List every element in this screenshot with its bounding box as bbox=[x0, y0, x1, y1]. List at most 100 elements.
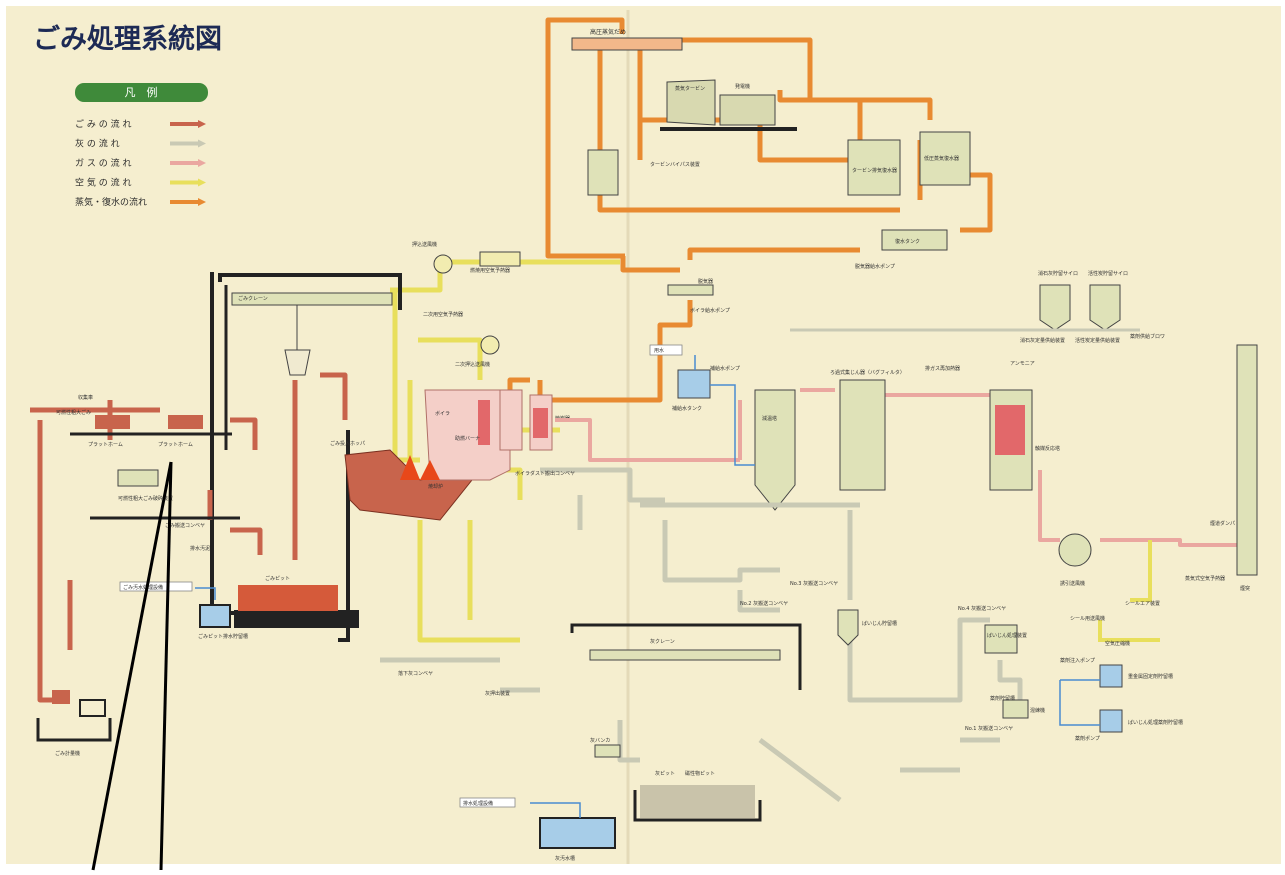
steam-heater-label: 蒸気式空気予熱器 bbox=[1185, 575, 1225, 582]
crane-bucket bbox=[284, 349, 311, 376]
legend-item-arrow bbox=[198, 198, 206, 206]
turbine-base bbox=[660, 127, 797, 131]
legend-header-bg bbox=[75, 83, 208, 102]
forced-draft-fan bbox=[433, 254, 453, 274]
platform-label-2: プラットホーム bbox=[158, 442, 193, 448]
bag-filter-label: ろ過式集じん器（バグフィルタ） bbox=[830, 369, 905, 376]
forced-draft-fan-label: 押込送風機 bbox=[412, 241, 437, 248]
induced-fan-label: 誘引送風機 bbox=[1060, 580, 1085, 587]
low-pressure-condenser bbox=[919, 131, 971, 186]
legend: 凡 例 ご み の 流 れ灰 の 流 れガ ス の 流 れ空 気 の 流 れ蒸気… bbox=[75, 83, 208, 208]
turbine-label: 蒸気タービン bbox=[675, 85, 705, 92]
drain-ditch-label: 排水汚泥 bbox=[190, 545, 210, 552]
water-pump-label: 補給水ポンプ bbox=[710, 365, 740, 372]
kneader bbox=[1002, 699, 1029, 719]
legend-item-arrow bbox=[198, 139, 206, 148]
waste-crane-label: ごみクレーン bbox=[238, 295, 268, 302]
flue-gas-reheater-label: 排ガス再加熱器 bbox=[925, 365, 960, 372]
ash-pit bbox=[640, 785, 755, 818]
high-pressure-header bbox=[571, 37, 683, 51]
turbine-condenser-label: タービン排気復水器 bbox=[852, 167, 897, 174]
steam-lines bbox=[507, 17, 993, 420]
kneader-label: 混練機 bbox=[1030, 707, 1045, 714]
ash-bunker-label: 灰バンカ bbox=[590, 737, 610, 744]
induced-fan bbox=[1058, 533, 1092, 567]
platform-label-1: プラットホーム bbox=[88, 442, 123, 448]
fly-ash-treatment-label: ばいじん処理装置 bbox=[987, 632, 1027, 639]
lime-feeder-label: 消石灰定量供給装置 bbox=[1020, 337, 1065, 344]
carbon-feeder-label: 活性炭定量供給装置 bbox=[1075, 337, 1120, 344]
ash-pit-label: 灰ピット bbox=[655, 770, 675, 777]
condensate-tank bbox=[881, 229, 948, 251]
turbine-condenser bbox=[847, 139, 901, 196]
legend-item-arrow bbox=[198, 159, 206, 167]
deaerator-label: 脱気器 bbox=[698, 278, 713, 285]
auxiliaries: 蒸気式空気予熱器 シール用送風機 シールエア装置 空気圧縮機 重金属固定剤貯留槽… bbox=[990, 540, 1225, 742]
turbine bbox=[666, 79, 716, 126]
legend-item-arrow bbox=[198, 178, 206, 187]
fresh-water-label: 用水 bbox=[654, 347, 664, 354]
truck-1 bbox=[95, 415, 130, 429]
ammonia-label: アンモニア bbox=[1010, 361, 1035, 367]
legend-item-label: 空 気 の 流 れ bbox=[75, 177, 131, 189]
secondary-fan-label: 二次押込送風機 bbox=[455, 361, 490, 368]
waste-pit-label: ごみピット bbox=[265, 575, 290, 582]
superheater bbox=[478, 400, 490, 445]
pit-drain-tank bbox=[199, 604, 231, 628]
bottom-conveyor-label: 落下灰コンベヤ bbox=[398, 670, 433, 677]
fly-ash-treatment bbox=[984, 624, 1018, 654]
waste-crane bbox=[231, 292, 393, 306]
waste-hopper-label: ごみ投入ホッパ bbox=[330, 440, 365, 447]
deaerator bbox=[667, 284, 714, 296]
boiler-section: ボイラ 節炭器 助燃バーナ 焼却炉 bbox=[400, 389, 570, 490]
heavy-metal-tank bbox=[1099, 664, 1123, 688]
air-preheater bbox=[479, 251, 521, 267]
cooling-tower-label: 減温塔 bbox=[762, 415, 777, 422]
blower-label: 薬剤供給ブロワ bbox=[1130, 333, 1165, 340]
ash-water-label: 灰汚水槽 bbox=[555, 855, 575, 862]
chemical-storage-label: 薬剤貯留槽 bbox=[990, 695, 1015, 702]
turbine-bypass-label: タービンバイパス装置 bbox=[650, 161, 700, 168]
steam-equipment: 高圧蒸気だめ 蒸気タービン 発電機 タービンバイパス装置 タービン排気復水器 低… bbox=[571, 28, 971, 314]
fly-ash-silo bbox=[837, 609, 859, 646]
water-tank-label: 補給水タンク bbox=[672, 405, 702, 412]
secondary-fan bbox=[480, 335, 500, 355]
deaerator-feed-pump-label: 脱気器給水ポンプ bbox=[855, 263, 895, 270]
ash-crane-label: 灰クレーン bbox=[650, 638, 675, 645]
legend-item-arrow bbox=[198, 120, 206, 128]
air-equipment: 押込送風機 燃焼用空気予熱器 二次用空気予熱器 二次押込送風機 bbox=[412, 241, 521, 368]
ash-conveyor-1-label: ボイラダスト搬出コンベヤ bbox=[515, 470, 575, 477]
burner-label: 助燃バーナ bbox=[455, 435, 480, 442]
condensate-tank-label: 復水タンク bbox=[895, 238, 920, 245]
ash-crane bbox=[589, 649, 781, 661]
seal-air-fan-label: シール用送風機 bbox=[1070, 615, 1105, 622]
high-pressure-header-label: 高圧蒸気だめ bbox=[590, 28, 626, 36]
legend-item-label: ご み の 流 れ bbox=[75, 118, 131, 130]
waste-receiving: 収集車 可燃性粗大ごみ プラットホーム プラットホーム 可燃性粗大ごみ破砕装置 … bbox=[36, 394, 248, 757]
shredder bbox=[117, 469, 159, 487]
truck-scale-label: ごみ計量機 bbox=[55, 750, 80, 757]
carbon-silo-label: 活性炭貯留サイロ bbox=[1088, 270, 1128, 277]
page-title: ごみ処理系統図 bbox=[33, 23, 222, 55]
generator-label: 発電機 bbox=[735, 83, 750, 90]
conveyor-no4-label: No.4 灰搬送コンベヤ bbox=[958, 605, 1006, 612]
incinerator-waste bbox=[344, 449, 482, 521]
pit-drain-tank-label: ごみピット排水貯留槽 bbox=[198, 633, 248, 640]
stack bbox=[1236, 344, 1258, 576]
fly-ash-chem-tank bbox=[1099, 709, 1123, 733]
legend-header: 凡 例 bbox=[125, 85, 158, 99]
deaerator-box bbox=[587, 149, 619, 196]
boiler-feed-pump-label: ボイラ給水ポンプ bbox=[690, 307, 730, 314]
air-pump-label: 空気圧縮機 bbox=[1105, 640, 1130, 647]
lime-silo-label: 消石灰貯留サイロ bbox=[1038, 270, 1078, 277]
ash-conveyor-2-label: 灰押出装置 bbox=[485, 690, 510, 697]
boiler bbox=[424, 389, 511, 481]
bulky-waste-label: 可燃性粗大ごみ bbox=[56, 409, 91, 416]
ash-sewage-to-label: 排水処理設備 bbox=[463, 800, 493, 807]
incinerator-label: 焼却炉 bbox=[428, 483, 443, 490]
magnetic-separator-label: 磁性物ピット bbox=[685, 770, 715, 777]
pointer-lines bbox=[91, 461, 173, 871]
lime-silo bbox=[1039, 284, 1071, 331]
